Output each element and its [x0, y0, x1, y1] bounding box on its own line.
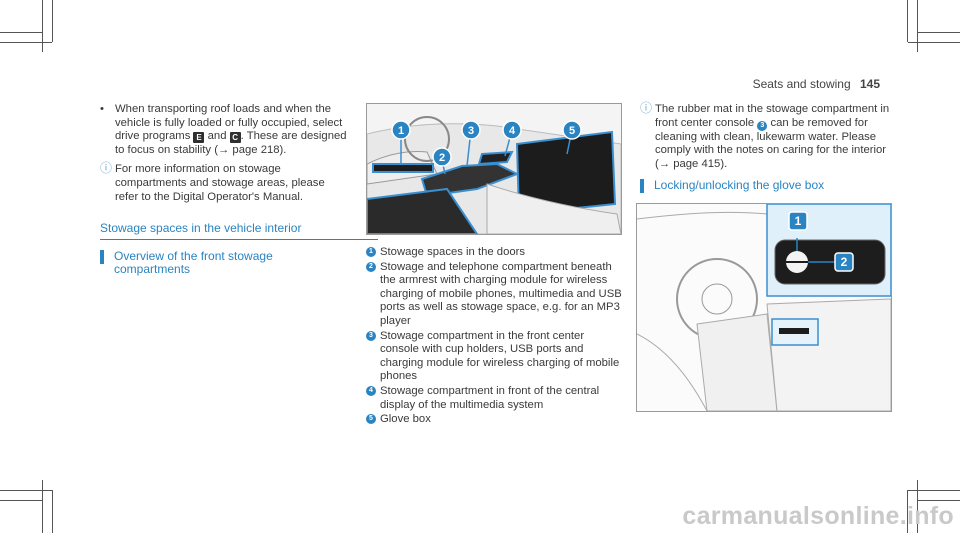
bullet-icon: •: [100, 103, 104, 115]
legend-text: Glove box: [380, 413, 431, 426]
callout-1-label: 1: [795, 214, 802, 228]
crop-mark: [918, 500, 960, 501]
crop-mark: [0, 490, 52, 491]
callout-4: 4: [502, 120, 522, 140]
note-paragraph: ⓘ For more information on stowage compar…: [100, 161, 350, 204]
legend-text: Stowage compartment in the front center …: [380, 329, 620, 383]
crop-mark: [0, 500, 42, 501]
callout-5: 5: [562, 120, 582, 140]
header-section: Seats and stowing: [752, 77, 851, 91]
crop-mark: [52, 0, 53, 42]
legend-number: 4: [366, 385, 376, 396]
bullet-text-1: When transporting roof loads and when th…: [115, 103, 343, 143]
subsection-title: Overview of the front stowage compartmen…: [100, 248, 350, 277]
page-header: Seats and stowing 145: [753, 77, 880, 91]
figure-front-stowage: 1 2 3 4 5: [366, 103, 622, 235]
callout-4-label: 4: [509, 125, 516, 137]
page-reference[interactable]: page 218).: [232, 143, 287, 156]
drive-program-e-icon: E: [193, 132, 205, 144]
crop-mark: [908, 490, 960, 491]
arrow-icon: →: [658, 157, 671, 170]
legend-item: 3 Stowage compartment in the front center…: [366, 330, 622, 384]
callout-2: 2: [834, 252, 854, 272]
legend-item: 4 Stowage compartment in front of the cen…: [366, 385, 622, 412]
figure-glove-box: 1 2: [636, 203, 892, 412]
legend-item: 2 Stowage and telephone compartment benea…: [366, 261, 622, 329]
note-text-post: can be removed for cleaning with clean, …: [655, 116, 887, 170]
subsection-marker: [100, 249, 104, 264]
subsection-marker: [640, 179, 644, 194]
legend-text: Stowage spaces in the doors: [380, 246, 526, 258]
crop-mark: [917, 0, 918, 52]
legend-number: 2: [366, 261, 376, 272]
crop-mark: [0, 32, 42, 33]
legend-text: Stowage compartment in front of the cent…: [380, 384, 600, 411]
and-text: and: [207, 130, 227, 143]
crop-mark: [42, 0, 43, 52]
callout-2-label: 2: [841, 255, 848, 269]
crop-mark: [917, 480, 918, 533]
section-title: Stowage spaces in the vehicle interior: [100, 222, 378, 240]
callout-2-label: 2: [439, 152, 445, 164]
legend-text: Stowage and telephone compartment beneat…: [380, 260, 622, 327]
figure-legend: 1 Stowage spaces in the doors 2 Stowage an…: [366, 246, 622, 428]
glove-box-illustration: 1 2: [636, 203, 892, 412]
crop-mark: [907, 490, 908, 533]
note-paragraph: ⓘ The rubber mat in the stowage compartm…: [640, 101, 890, 171]
callout-2: 2: [432, 147, 452, 167]
callout-1: 1: [788, 211, 808, 231]
arrow-icon: →: [217, 143, 230, 156]
crop-mark: [918, 32, 960, 33]
right-column: ⓘ The rubber mat in the stowage compartm…: [640, 101, 890, 194]
legend-number: 1: [366, 247, 376, 257]
bullet-text-2: . These are designed to focus on stabili…: [115, 130, 347, 156]
drive-program-c-icon: C: [229, 132, 241, 144]
callout-3-label: 3: [468, 125, 474, 137]
legend-number: 5: [366, 414, 376, 425]
info-icon: ⓘ: [640, 101, 653, 115]
callout-1-label: 1: [398, 125, 404, 137]
crop-mark: [0, 42, 52, 43]
legend-item: 5 Glove box: [366, 413, 622, 427]
bullet-paragraph: • When transporting roof loads and when …: [100, 103, 350, 157]
watermark: carmanualsonline.info: [682, 502, 954, 530]
info-icon: ⓘ: [100, 161, 113, 176]
interior-illustration: 1 2 3 4 5: [366, 104, 622, 235]
crop-mark: [907, 0, 908, 42]
left-column: • When transporting roof loads and when …: [100, 103, 378, 277]
crop-mark: [52, 490, 53, 533]
page-number: 145: [859, 77, 880, 91]
note-text-pre: The rubber mat in the stowage compartmen…: [655, 103, 890, 129]
legend-item: 1 Stowage spaces in the doors: [366, 246, 622, 260]
subsection-title-text: Locking/unlocking the glove box: [654, 178, 825, 193]
subsection-title-text: Overview of the front stowage compartmen…: [114, 248, 273, 277]
callout-5-label: 5: [569, 125, 575, 137]
callout-1: 1: [391, 120, 411, 140]
page-reference[interactable]: page 415).: [673, 157, 728, 170]
crop-mark: [42, 480, 43, 533]
note-text: For more information on stowage compartm…: [115, 163, 325, 203]
crop-mark: [908, 42, 960, 43]
subsection-title: Locking/unlocking the glove box: [640, 178, 890, 194]
legend-number: 3: [366, 330, 376, 341]
callout-3: 3: [461, 120, 481, 140]
inline-callout-3: 3: [757, 120, 768, 131]
